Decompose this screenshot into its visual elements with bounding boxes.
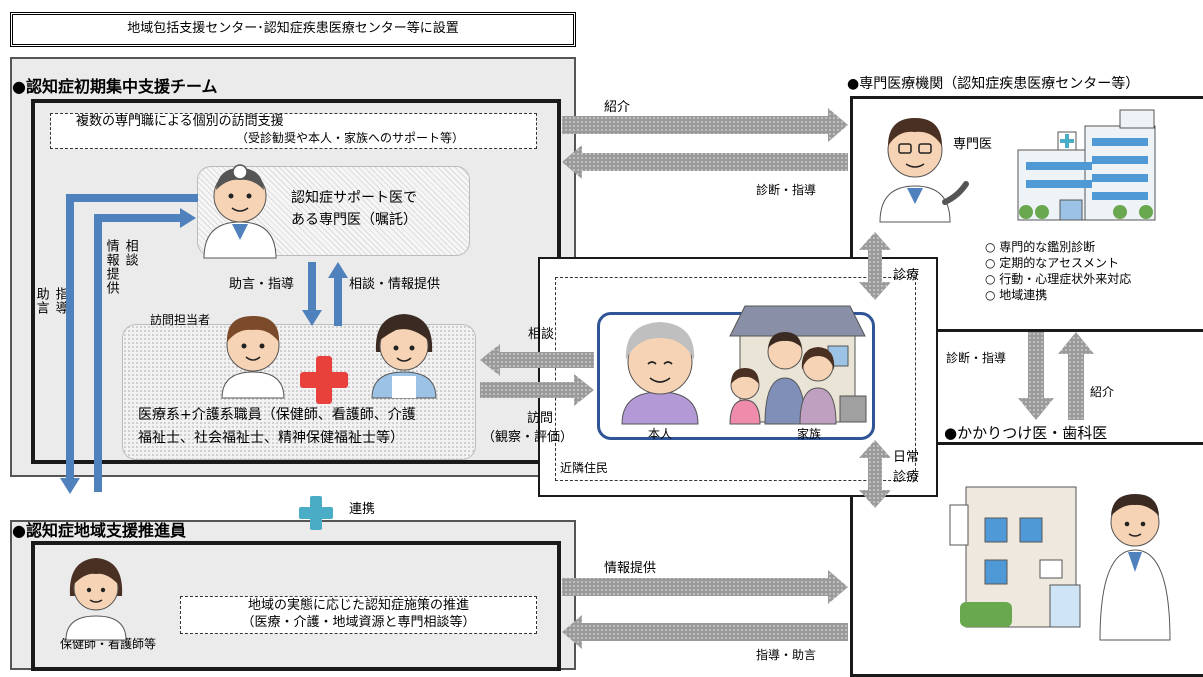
clinic-building-illustration (949, 486, 1081, 628)
specialist-title: ●専門医療機関（認知症疾患医療センター等） (847, 76, 1140, 92)
consult-info-label: 相談・情報提供 (349, 277, 441, 292)
team-title: ●認知症初期集中支援チーム (12, 77, 218, 96)
center-observe-label: （観察・評価） (482, 430, 574, 445)
arrow-info-provision-right (562, 570, 848, 604)
specialist-bullet-2: ○ 定期的なアセスメント (985, 256, 1120, 270)
center-consult-label: 相談 (528, 327, 555, 342)
arrow-consultation-vertical (859, 232, 891, 300)
arrow-visit-right (480, 374, 594, 406)
promoter-title: ●認知症地域支援推進員 (12, 521, 186, 540)
left-vertical-label-3: 情報提供 (103, 239, 119, 295)
arrow-team-to-promoter (60, 194, 198, 494)
specialist-bullet-4: ○ 地域連携 (985, 288, 1048, 302)
arrow-guidance-advice-left (562, 615, 848, 649)
person-label: 本人 (648, 427, 673, 441)
staff-box (122, 324, 476, 460)
diag-guidance-right-label: 診断・指導 (946, 351, 1007, 365)
arrow-promoter-to-team (94, 208, 196, 492)
collaboration-cross-icon (299, 496, 333, 530)
promoter-nurse-illustration (65, 558, 127, 641)
daily-care-line1: 日常 (893, 450, 920, 465)
referral-right-label: 紹介 (1090, 385, 1115, 399)
diagnosis-guidance-label: 診断・指導 (756, 183, 817, 197)
referral-label: 紹介 (604, 100, 631, 115)
arrow-referral-right (562, 108, 848, 142)
advice-guidance-label: 助言・指導 (229, 277, 295, 292)
placement-label: 地域包括支援センター･認知症疾患医療センター等に設置 (127, 21, 459, 36)
daily-care-line2: 診療 (893, 470, 920, 485)
hospital-building-illustration (1017, 109, 1156, 221)
center-visit-label: 訪問 (527, 411, 554, 426)
medical-cross-icon (300, 356, 348, 404)
family-illustration (729, 305, 867, 425)
neighbors-label: 近隣住民 (560, 461, 609, 475)
support-doctor-illustration (203, 164, 277, 259)
guidance-advice-label: 指導・助言 (756, 648, 817, 662)
visit-support-line2: （受診勧奨や本人・家族へのサポート等） (236, 131, 465, 145)
specialist-bullet-1: ○ 専門的な鑑別診断 (985, 240, 1096, 254)
arrow-diag-guidance-down (1018, 332, 1054, 420)
support-doctor-line2: ある専門医（嘱託） (291, 212, 417, 228)
info-provision-label: 情報提供 (604, 561, 657, 576)
specialist-doctor-illustration (879, 118, 969, 223)
arrow-consult-left (480, 344, 594, 376)
gp-doctor-illustration (1099, 494, 1171, 641)
person-illustration (621, 322, 699, 425)
visit-support-line1: 複数の専門職による個別の訪問支援 (76, 114, 284, 129)
family-label: 家族 (797, 427, 822, 441)
arrow-advice-down (302, 262, 322, 326)
visitor-label: 訪問担当者 (150, 313, 211, 327)
female-visitor-illustration (371, 314, 437, 399)
arrow-daily-care-vertical (859, 440, 891, 508)
neighbors-dashed-box (555, 277, 916, 481)
specialist-bullet-3: ○ 行動・心理症状外来対応 (985, 272, 1132, 286)
promoter-role-line1: 地域の実態に応じた認知症施策の推進 (247, 598, 469, 613)
left-vertical-label-2: 指導 (52, 287, 68, 315)
arrow-consult-up (328, 262, 348, 326)
collaboration-label: 連携 (349, 502, 376, 517)
visit-support-box (50, 113, 537, 149)
placement-banner (10, 12, 576, 47)
promoter-role-box (180, 596, 537, 634)
promoter-role-line2: （医療・介護・地域資源と専門相談等） (241, 615, 476, 630)
specialist-doctor-label: 専門医 (953, 137, 993, 152)
support-doctor-line1: 認知症サポート医で (291, 190, 417, 206)
staff-line2: 福祉士、社会福祉士、精神保健福祉士等） (138, 430, 404, 446)
gp-title: ●かかりつけ医・歯科医 (944, 424, 1108, 442)
arrow-diagnosis-left (562, 145, 848, 179)
arrow-referral-up (1058, 332, 1094, 420)
left-vertical-label-1: 助言 (33, 287, 49, 315)
left-vertical-label-4: 相談 (122, 239, 138, 267)
consultation-label: 診療 (893, 268, 920, 283)
male-visitor-illustration (221, 316, 285, 399)
staff-line1: 医療系+介護系職員（保健師、看護師、介護 (138, 407, 416, 423)
